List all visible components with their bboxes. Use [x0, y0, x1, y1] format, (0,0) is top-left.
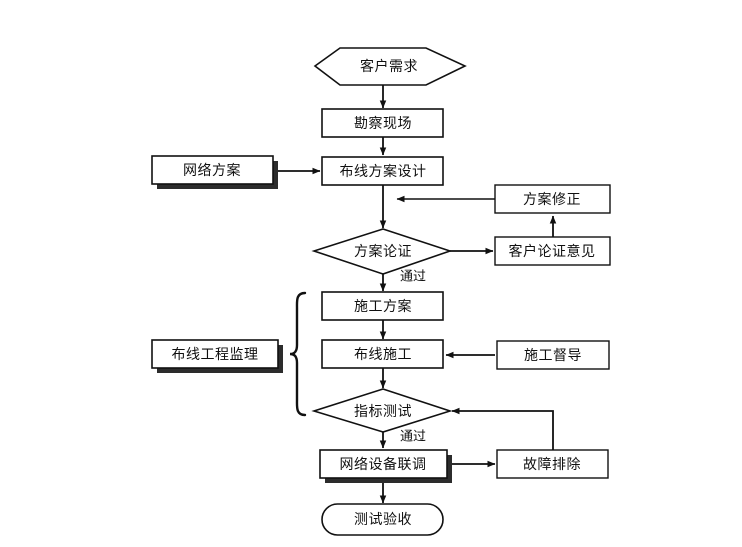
node-cabling-construction[interactable]: 布线施工 [321, 339, 444, 369]
node-construction-plan[interactable]: 施工方案 [321, 291, 444, 321]
node-network-equipment-commissioning[interactable]: 网络设备联调 [319, 449, 452, 483]
network-plan-shape [151, 155, 274, 185]
node-plan-revision[interactable]: 方案修正 [494, 184, 611, 214]
node-site-survey[interactable]: 勘察现场 [321, 108, 444, 138]
cabling-project-supervision-label: 布线工程监理 [172, 347, 259, 363]
metric-test-label: 指标测试 [354, 404, 412, 420]
customer-requirement-label: 客户需求 [360, 58, 418, 75]
network-equipment-commissioning-shape [319, 449, 448, 479]
test-acceptance-label: 测试验收 [354, 512, 412, 528]
supervision-brace [289, 291, 307, 417]
connector-layer [278, 85, 557, 504]
node-customer-requirement[interactable]: 客户需求 [313, 47, 467, 86]
network-equipment-commissioning-label: 网络设备联调 [340, 456, 427, 473]
node-cabling-plan-design[interactable]: 布线方案设计 [321, 156, 444, 186]
customer-review-opinion-label: 客户论证意见 [509, 243, 596, 260]
fault-removal-shape [496, 449, 609, 479]
construction-supervision-label: 施工督导 [524, 348, 582, 364]
test-acceptance-shape [321, 503, 444, 536]
customer-requirement-shape [313, 47, 467, 86]
cabling-construction-shape [321, 339, 444, 369]
cabling-plan-design-label: 布线方案设计 [340, 163, 427, 180]
construction-supervision-shape [496, 340, 610, 370]
pass-label-review: 通过 [400, 270, 426, 285]
node-plan-review[interactable]: 方案论证 [311, 228, 453, 275]
plan-revision-label: 方案修正 [523, 191, 581, 208]
cabling-construction-label: 布线施工 [354, 347, 412, 363]
node-metric-test[interactable]: 指标测试 [311, 388, 453, 433]
site-survey-label: 勘察现场 [354, 115, 412, 132]
construction-plan-label: 施工方案 [354, 298, 412, 315]
cabling-plan-design-shape [321, 156, 444, 186]
metric-test-shape [311, 388, 453, 433]
node-customer-review-opinion[interactable]: 客户论证意见 [494, 236, 611, 266]
construction-plan-shape [321, 291, 444, 321]
site-survey-shape [321, 108, 444, 138]
node-fault-removal[interactable]: 故障排除 [496, 449, 609, 479]
plan-review-label: 方案论证 [354, 243, 412, 260]
cabling-project-supervision-shape [151, 339, 279, 369]
plan-revision-shape [494, 184, 611, 214]
node-construction-supervision[interactable]: 施工督导 [496, 340, 610, 370]
node-network-plan[interactable]: 网络方案 [151, 155, 278, 189]
node-cabling-project-supervision[interactable]: 布线工程监理 [151, 339, 283, 373]
plan-review-shape [311, 228, 453, 275]
fault-removal-label: 故障排除 [523, 457, 581, 473]
edge-fault-to-metric-test [451, 407, 554, 450]
node-test-acceptance[interactable]: 测试验收 [321, 503, 444, 536]
pass-label-test: 通过 [400, 430, 426, 445]
customer-review-opinion-shape [494, 236, 611, 266]
network-plan-label: 网络方案 [183, 162, 241, 179]
